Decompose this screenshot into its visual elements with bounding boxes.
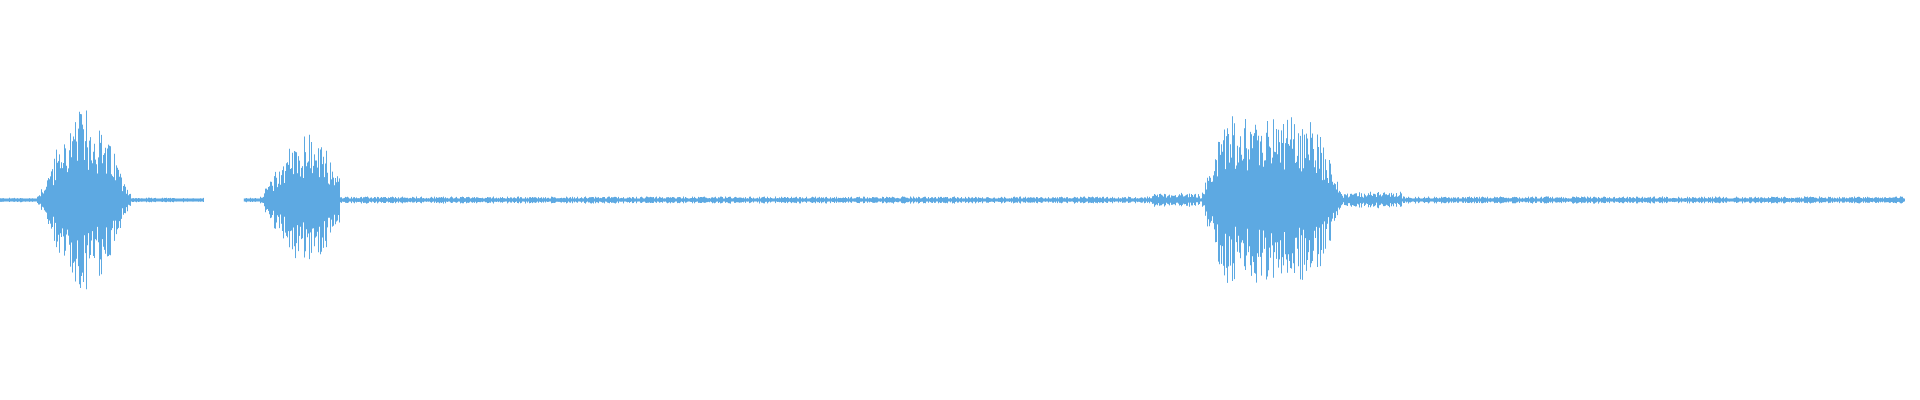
waveform-samples xyxy=(0,110,1905,290)
